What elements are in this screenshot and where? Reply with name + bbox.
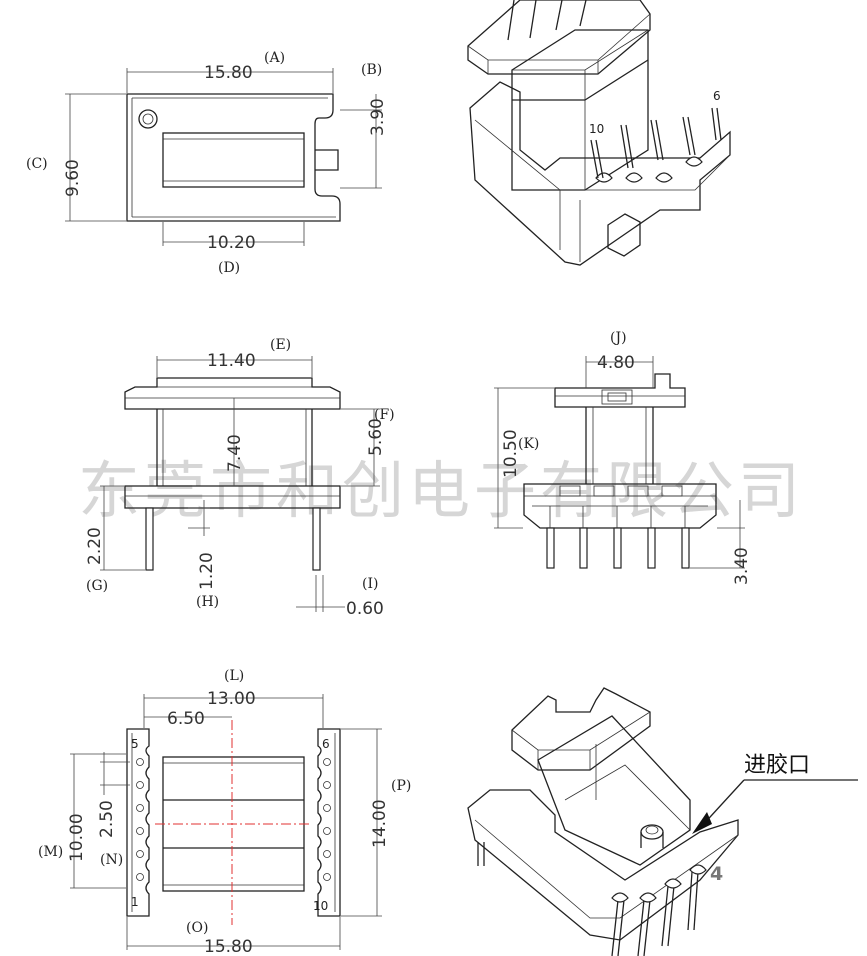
dim-n-label: (N) (100, 852, 123, 868)
dim-k-value: 10.50 (501, 429, 521, 478)
side-view: 4.80 (J) 10.50 (K) 3.40 (494, 330, 752, 585)
dim-half-value: 6.50 (167, 709, 205, 729)
dim-c-label: (C) (26, 156, 48, 172)
dim-l-label: (L) (224, 668, 244, 684)
dim-j-label: (J) (610, 330, 627, 346)
gate-arrow-icon (692, 812, 712, 834)
top-view-outline (126, 93, 341, 222)
dim-j-value: 4.80 (597, 353, 635, 373)
dim-e-value: 11.40 (207, 351, 256, 371)
dim-inner-value: 7.40 (225, 434, 245, 472)
pin-one-marker (138, 109, 158, 129)
dim-k-label: (K) (518, 436, 539, 452)
bottom-view: 5 1 6 10 13.00 (L) 6.50 10.00 (M) 2.50 (… (38, 668, 411, 956)
dim-i-value: 0.60 (346, 599, 384, 619)
dim-h-value: 1.20 (197, 552, 217, 590)
gate-label: 进胶口 (744, 753, 810, 778)
dim-d-value: 10.20 (207, 233, 256, 253)
dim-f-value: 5.60 (366, 418, 386, 456)
dim-l-value: 13.00 (207, 689, 256, 709)
bottom-pin-label-10: 10 (313, 899, 328, 913)
dim-a-label: (A) (264, 50, 285, 66)
dim-g-label: (G) (86, 578, 108, 594)
bottom-pin-label-1: 1 (131, 895, 139, 909)
dim-e-label: (E) (270, 337, 291, 353)
dim-o-label: (O) (186, 920, 208, 936)
top-view: 15.80 (A) (B) 3.90 9.60 (C) 10.20 (D) (26, 50, 388, 276)
dim-p-value: 14.00 (370, 799, 390, 848)
dim-m-value: 10.00 (67, 813, 87, 862)
bottom-pin-label-6: 6 (322, 737, 330, 751)
dim-b-value: 3.90 (368, 98, 388, 136)
dim-m-label: (M) (38, 844, 63, 860)
dim-d-label: (D) (218, 260, 240, 276)
dim-h-label: (H) (196, 594, 219, 610)
dim-i-label: (I) (362, 576, 378, 592)
isometric-view-top: 10 6 (467, 0, 731, 266)
iso-pin-label-10: 10 (589, 122, 604, 136)
winding-window (162, 132, 305, 188)
dim-o-value: 15.80 (204, 937, 253, 956)
dim-p-label: (P) (391, 778, 411, 794)
dim-n-value: 2.50 (97, 800, 117, 838)
company-watermark: 东莞市和创电子有限公司 (78, 454, 804, 527)
dim-c-value: 9.60 (63, 159, 83, 197)
dim-a-value: 15.80 (204, 63, 253, 83)
isometric-view-bottom: 进胶口 4 (467, 687, 858, 956)
front-view: 11.40 (E) 7.40 5.60 (F) 2.20 (G) 1.20 (H… (85, 337, 395, 619)
bottom-pin-label-5: 5 (131, 737, 139, 751)
iso-pin-label-6: 6 (713, 89, 721, 103)
iso-pin-label-4: 4 (710, 863, 723, 885)
dim-pin-length-value: 3.40 (732, 547, 752, 585)
dim-f-label: (F) (374, 407, 395, 423)
dim-b-label: (B) (361, 62, 382, 78)
dim-g-value: 2.20 (85, 527, 105, 565)
